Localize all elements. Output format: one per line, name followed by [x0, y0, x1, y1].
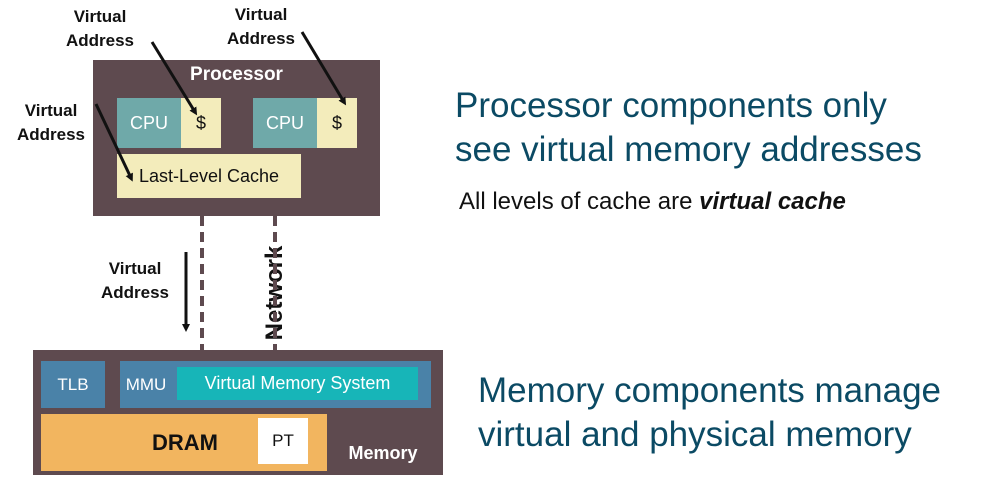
processor-note-heading: Processor components only see virtual me… — [455, 84, 1000, 172]
arrow-to-right-cache — [300, 31, 347, 106]
virtual-address-label-top-left: Virtual Address — [50, 5, 150, 53]
cpu-left: CPU — [117, 98, 181, 148]
va-line1: Virtual — [108, 259, 162, 278]
memory-note-line1: Memory components manage — [478, 371, 941, 410]
virtual-address-label-left: Virtual Address — [1, 99, 101, 147]
virtual-memory-system-box: Virtual Memory System — [177, 367, 418, 400]
cache-right: $ — [317, 98, 357, 148]
cache-left: $ — [181, 98, 221, 148]
processor-sub-prefix: All levels of cache are — [459, 188, 700, 215]
processor-title: Processor — [190, 64, 283, 85]
arrow-to-left-cache — [150, 41, 198, 116]
dram-label: DRAM — [152, 429, 218, 455]
va-line2: Address — [16, 125, 86, 144]
va-line2: Address — [226, 29, 296, 48]
tlb-box: TLB — [41, 361, 105, 408]
memory-note-line2: virtual and physical memory — [478, 415, 912, 454]
va-line1: Virtual — [24, 101, 78, 120]
memory-title: Memory — [348, 443, 418, 463]
processor-note-line1: Processor components only — [455, 86, 887, 125]
cpu-right: CPU — [253, 98, 317, 148]
last-level-cache: Last-Level Cache — [117, 154, 301, 198]
va-line1: Virtual — [234, 5, 288, 24]
processor-sub-emphasis: virtual cache — [699, 188, 846, 215]
virtual-address-label-top-right: Virtual Address — [211, 3, 311, 51]
memory-note-heading: Memory components manage virtual and phy… — [478, 369, 1003, 457]
page-table-box: PT — [258, 418, 308, 464]
processor-note-line2: see virtual memory addresses — [455, 130, 922, 169]
va-line1: Virtual — [73, 7, 127, 26]
va-line2: Address — [100, 283, 170, 302]
arrow-to-llc — [94, 103, 133, 182]
processor-note-sub: All levels of cache are virtual cache — [459, 188, 999, 216]
virtual-address-label-network: Virtual Address — [85, 257, 185, 305]
mmu-label: MMU — [125, 374, 167, 394]
va-line2: Address — [65, 31, 135, 50]
